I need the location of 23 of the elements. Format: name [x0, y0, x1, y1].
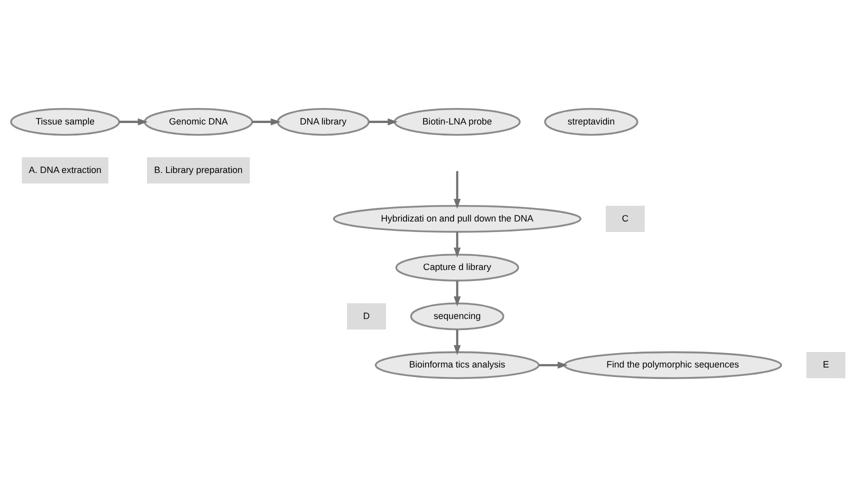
- arrow: [454, 280, 461, 306]
- node-ellipse: Find the polymorphic sequences: [563, 351, 782, 379]
- node-box: B. Library preparation: [147, 157, 250, 184]
- node-ellipse: Hybridizati on and pull down the DNA: [333, 205, 582, 233]
- arrow: [369, 118, 398, 126]
- node-ellipse: sequencing: [410, 302, 504, 330]
- node-ellipse: Tissue sample: [10, 108, 120, 136]
- node-box: C: [606, 206, 645, 232]
- arrow: [454, 171, 461, 209]
- node-box: E: [806, 352, 846, 378]
- arrow: [119, 118, 148, 126]
- node-ellipse: Capture d library: [395, 254, 520, 282]
- arrow: [454, 330, 461, 356]
- node-ellipse: Bioinforma tics analysis: [374, 351, 540, 379]
- node-box: A. DNA extraction: [22, 157, 108, 184]
- node-ellipse: Biotin-LNA probe: [394, 108, 521, 136]
- arrow: [252, 118, 281, 126]
- node-ellipse: Genomic DNA: [144, 108, 254, 136]
- node-box: D: [346, 303, 386, 330]
- node-ellipse: DNA library: [276, 108, 370, 136]
- arrow: [454, 232, 461, 258]
- node-ellipse: streptavidin: [544, 108, 638, 136]
- arrow: [539, 362, 568, 369]
